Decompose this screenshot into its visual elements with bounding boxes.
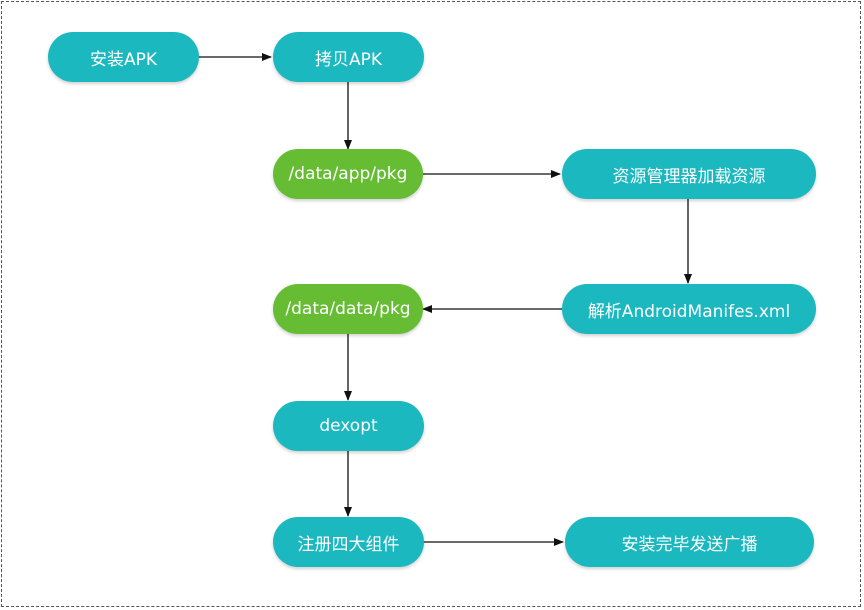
node-data-app-pkg: /data/app/pkg [273, 149, 423, 199]
node-parse-manifest: 解析AndroidManifes.xml [562, 284, 816, 334]
node-dexopt: dexopt [273, 401, 424, 451]
node-install-apk: 安装APK [48, 32, 199, 82]
node-data-data-pkg: /data/data/pkg [273, 284, 423, 334]
node-resource-manager: 资源管理器加载资源 [562, 149, 816, 199]
node-register-components: 注册四大组件 [273, 517, 424, 567]
node-install-complete: 安装完毕发送广播 [565, 517, 814, 567]
node-copy-apk: 拷贝APK [273, 32, 424, 82]
